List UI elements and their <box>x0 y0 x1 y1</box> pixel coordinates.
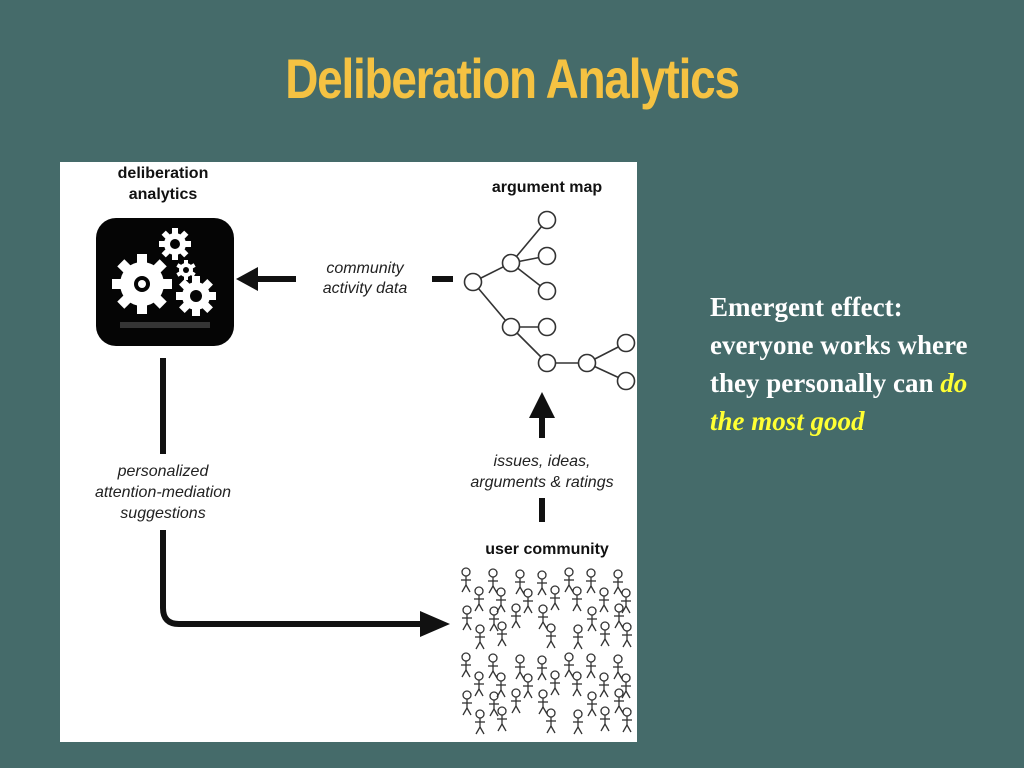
person-icon <box>586 606 598 632</box>
person-icon <box>537 689 549 715</box>
person-icon <box>488 606 500 632</box>
person-icon <box>545 708 557 734</box>
person-icon <box>549 585 561 611</box>
person-icon <box>621 622 633 648</box>
person-icon <box>522 588 534 614</box>
analytics-label-line2: analytics <box>129 186 198 203</box>
emergent-effect-text: Emergent effect: everyone works where th… <box>710 288 1000 440</box>
person-icon <box>586 691 598 717</box>
person-icon <box>563 567 575 593</box>
person-icon <box>536 655 548 681</box>
user-community-label: user community <box>485 541 609 558</box>
analytics-label-line1: deliberation <box>118 165 209 182</box>
person-icon <box>474 709 486 735</box>
slide-title: Deliberation Analytics <box>285 47 740 110</box>
person-icon <box>514 569 526 595</box>
community-data-label-line2: activity data <box>323 280 408 297</box>
argument-map-label: argument map <box>492 179 602 196</box>
person-icon <box>522 673 534 699</box>
person-icon <box>545 623 557 649</box>
person-icon <box>572 709 584 735</box>
suggestions-label-line3: suggestions <box>120 505 205 522</box>
person-icon <box>585 653 597 679</box>
contributions-label-line1: issues, ideas, <box>494 453 591 470</box>
person-icon <box>599 621 611 647</box>
community-data-arrow <box>236 267 453 291</box>
person-icon <box>571 671 583 697</box>
person-icon <box>612 569 624 595</box>
person-icon <box>598 587 610 613</box>
person-icon <box>514 654 526 680</box>
person-icon <box>460 652 472 678</box>
person-icon <box>496 621 508 647</box>
person-icon <box>510 688 522 714</box>
person-icon <box>598 672 610 698</box>
person-icon <box>612 654 624 680</box>
diagram-canvas: deliberation analytics <box>95 165 636 735</box>
deliberation-diagram: deliberation analytics <box>60 162 637 742</box>
person-icon <box>549 670 561 696</box>
user-community-crowd-icon <box>460 567 633 735</box>
person-icon <box>460 567 472 593</box>
suggestions-arrow <box>160 358 450 637</box>
person-icon <box>461 690 473 716</box>
person-icon <box>510 603 522 629</box>
person-icon <box>474 624 486 650</box>
emergent-effect-highlight: do the most good <box>710 368 968 436</box>
suggestions-label-line1: personalized <box>117 463 210 480</box>
argument-map-tree <box>463 210 636 391</box>
person-icon <box>473 671 485 697</box>
person-icon <box>621 707 633 733</box>
person-icon <box>461 605 473 631</box>
person-icon <box>613 688 625 714</box>
person-icon <box>496 706 508 732</box>
person-icon <box>536 570 548 596</box>
community-data-label-line1: community <box>326 260 404 277</box>
person-icon <box>488 691 500 717</box>
person-icon <box>487 653 499 679</box>
emergent-effect-plain: Emergent effect: everyone works where th… <box>710 292 968 398</box>
person-icon <box>487 568 499 594</box>
person-icon <box>571 586 583 612</box>
contributions-label-line2: arguments & ratings <box>470 474 613 491</box>
person-icon <box>613 603 625 629</box>
person-icon <box>563 652 575 678</box>
suggestions-label-line2: attention-mediation <box>95 484 231 501</box>
person-icon <box>599 706 611 732</box>
person-icon <box>585 568 597 594</box>
person-icon <box>537 604 549 630</box>
person-icon <box>572 624 584 650</box>
analytics-gears-icon <box>96 218 234 346</box>
person-icon <box>473 586 485 612</box>
contributions-arrow <box>529 392 555 522</box>
